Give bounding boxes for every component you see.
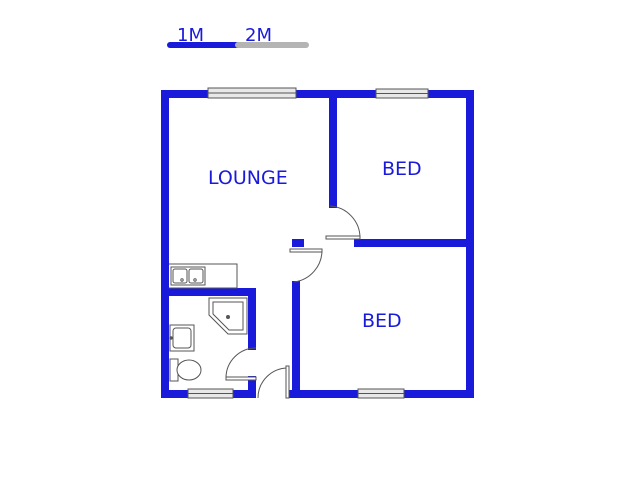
room-label-lounge: LOUNGE — [208, 167, 288, 189]
door-bed-bottom-leaf — [289, 248, 323, 253]
scale-label-2m: 2M — [245, 25, 272, 46]
bathroom — [169, 297, 248, 382]
toilet-icon — [169, 358, 202, 382]
windows — [187, 87, 429, 399]
room-label-bed-bottom: BED — [362, 310, 402, 332]
door-entrance-leaf — [285, 365, 290, 399]
door-bed-top — [326, 205, 361, 239]
kitchen-sink-icon — [170, 266, 206, 286]
door-entrance — [257, 366, 289, 399]
door-bed-top-leaf — [325, 235, 361, 240]
door-bathroom — [225, 347, 257, 379]
scale-label-1m: 1M — [177, 25, 204, 46]
door-bed-bottom — [290, 249, 323, 283]
walls — [161, 90, 474, 398]
scale-bar: 1M 2M — [167, 25, 309, 48]
door-bathroom-leaf — [225, 376, 257, 381]
shower-icon — [208, 297, 248, 335]
kitchen — [169, 263, 238, 289]
kitchen-counter — [169, 263, 238, 289]
room-label-bed-top: BED — [382, 158, 422, 180]
doors — [225, 205, 361, 399]
room-labels: LOUNGE BED BED — [208, 158, 422, 332]
basin-icon — [169, 324, 195, 352]
